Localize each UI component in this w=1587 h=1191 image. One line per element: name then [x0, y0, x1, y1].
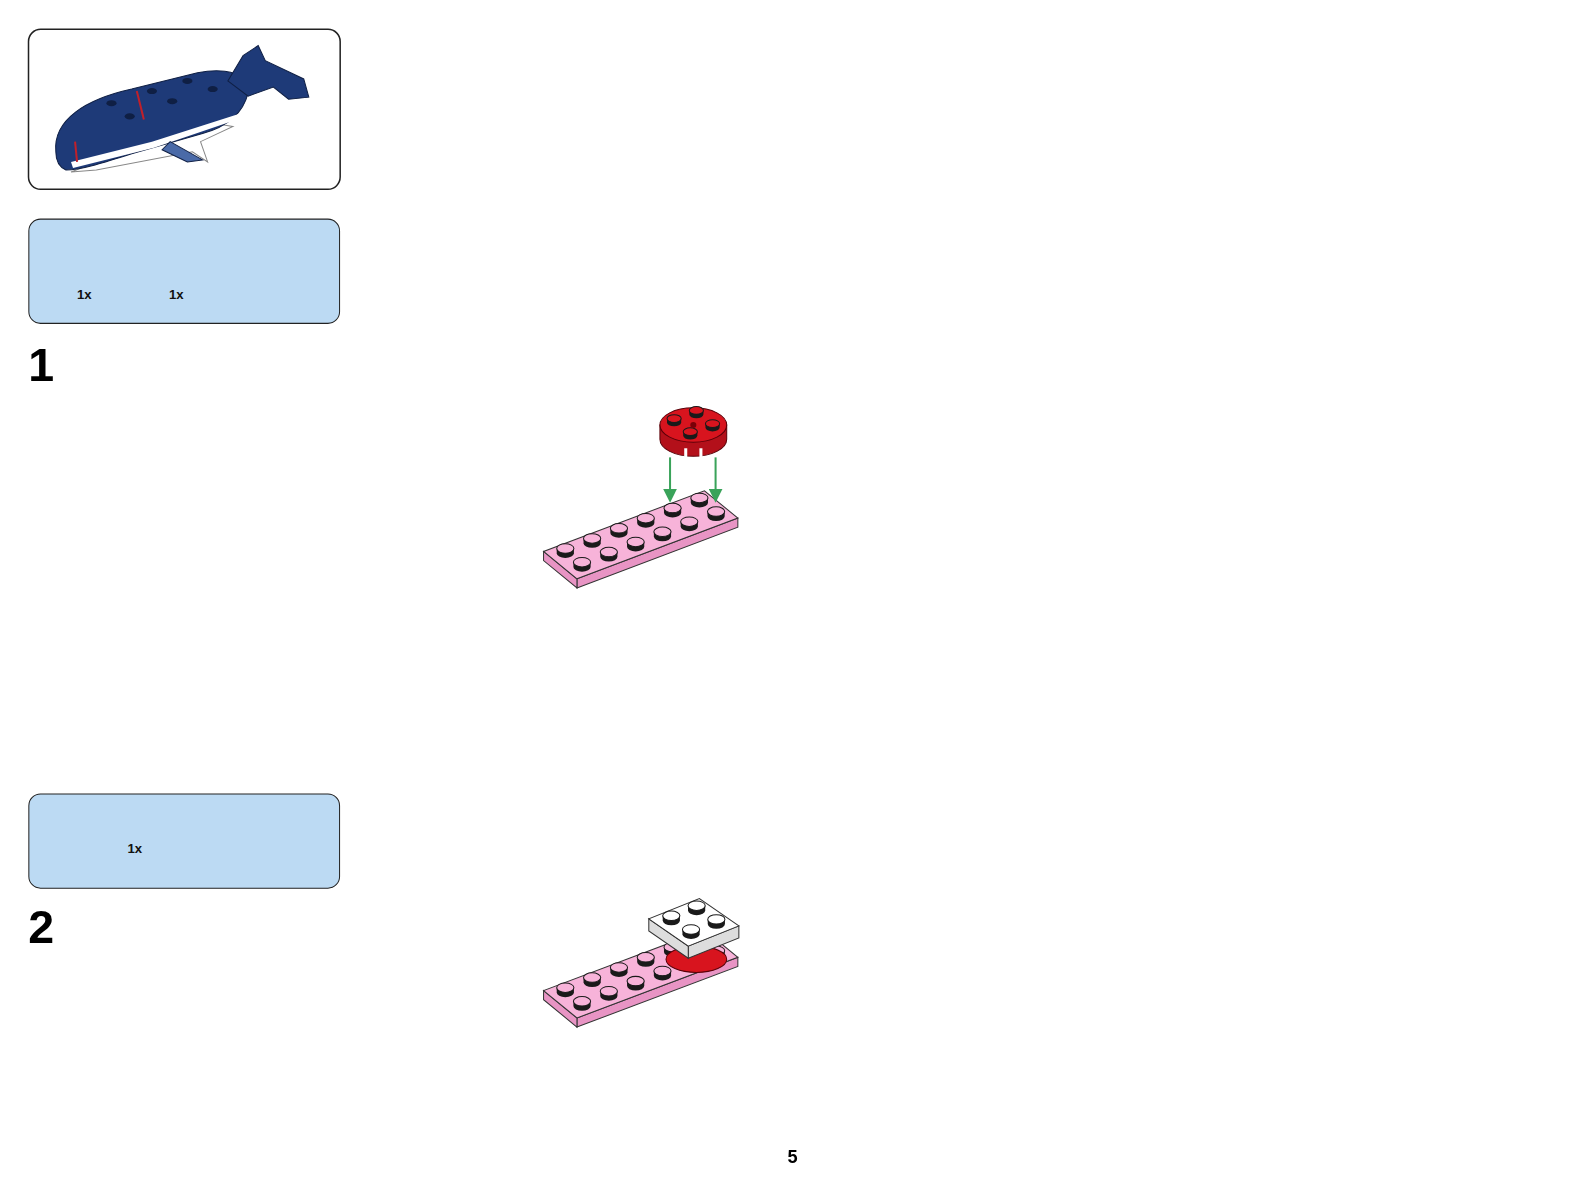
- stud: [667, 415, 681, 423]
- stud: [681, 517, 698, 526]
- round-plate: [660, 407, 727, 458]
- step-number: 1: [28, 341, 54, 388]
- stud: [557, 544, 574, 553]
- stud: [600, 547, 617, 556]
- whale-model: [56, 46, 309, 172]
- plate-top: [649, 899, 739, 947]
- stud: [654, 966, 671, 975]
- stud: [627, 976, 644, 985]
- stud: [689, 407, 703, 415]
- preview-frame: [29, 29, 341, 189]
- plate: [649, 899, 739, 959]
- placement-arrow: [715, 457, 717, 499]
- stud: [705, 420, 719, 428]
- part-quantity: 1x: [169, 286, 184, 301]
- stud: [682, 925, 699, 934]
- stud: [610, 524, 627, 533]
- parts-box: 1x 1x: [28, 219, 340, 324]
- step-number: 2: [28, 904, 54, 951]
- plate-notch: [699, 448, 702, 457]
- parts-box: 1x: [28, 794, 340, 889]
- plate-side: [577, 518, 738, 588]
- stud: [663, 911, 680, 920]
- stud: [707, 507, 724, 516]
- page-number: 5: [787, 1148, 797, 1166]
- stud: [683, 428, 697, 436]
- stud: [610, 963, 627, 972]
- brick-shape: [690, 422, 696, 428]
- stud: [654, 527, 671, 536]
- placement-arrow: [669, 457, 671, 499]
- stud: [573, 557, 590, 566]
- plate-top: [544, 491, 738, 579]
- stud: [573, 997, 590, 1006]
- plate-notch: [684, 448, 687, 457]
- part-quantity: 1x: [128, 841, 143, 856]
- plate: [544, 491, 738, 588]
- brick-parts: [75, 242, 739, 1027]
- part-quantity: 1x: [77, 286, 92, 301]
- stud: [600, 986, 617, 995]
- stud: [688, 901, 705, 910]
- stud: [664, 503, 681, 512]
- stud: [627, 537, 644, 546]
- stud: [584, 973, 601, 982]
- stud: [708, 915, 725, 924]
- stud: [637, 953, 654, 962]
- stud: [637, 513, 654, 522]
- stud: [691, 493, 708, 502]
- stud: [557, 983, 574, 992]
- stud: [584, 534, 601, 543]
